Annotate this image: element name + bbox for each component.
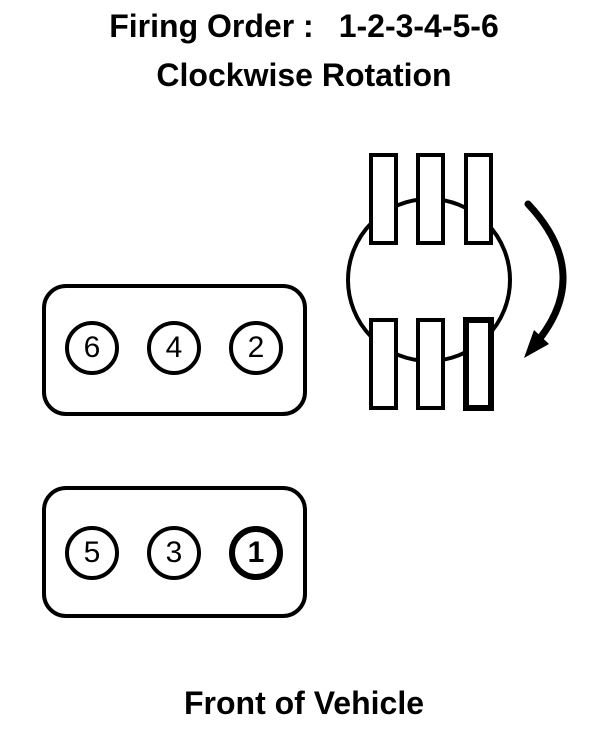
- title-line: Firing Order : 1-2-3-4-5-6: [0, 8, 608, 44]
- front-of-vehicle-label: Front of Vehicle: [0, 685, 608, 721]
- cylinder-number: 2: [247, 331, 265, 364]
- cylinder-number: 6: [83, 331, 101, 364]
- cylinder-circle-2: 2: [229, 321, 283, 375]
- rotation-note-label: Clockwise Rotation: [156, 57, 452, 93]
- cylinder-circle-4: 4: [147, 321, 201, 375]
- cylinder-circle-6: 6: [65, 321, 119, 375]
- cylinder-number: 5: [83, 536, 101, 569]
- cylinder-number: 3: [165, 536, 183, 569]
- firing-order-label: Firing Order :: [109, 8, 314, 44]
- rotation-arrow-head: [524, 330, 549, 358]
- cylinder-circle-3: 3: [147, 526, 201, 580]
- cylinder-number: 4: [165, 331, 183, 364]
- cylinder-bank-front: 5 3 1: [42, 486, 307, 618]
- cylinder-bank-rear: 6 4 2: [42, 284, 307, 416]
- rotation-note: Clockwise Rotation: [0, 57, 608, 93]
- front-of-vehicle-text: Front of Vehicle: [183, 685, 425, 721]
- plug-terminal-bottom-middle: [416, 318, 445, 410]
- plug-terminal-top-middle: [416, 153, 445, 245]
- plug-terminal-top-left: [369, 153, 398, 245]
- rotation-arrow-arc: [524, 200, 567, 352]
- cylinder-circle-5: 5: [65, 526, 119, 580]
- plug-terminal-bottom-right-highlighted: [463, 317, 494, 411]
- cylinder-circle-1-highlighted: 1: [229, 526, 283, 580]
- firing-order-sequence: 1-2-3-4-5-6: [338, 8, 499, 44]
- cylinder-number: 1: [247, 536, 265, 569]
- plug-terminal-top-right: [464, 153, 493, 245]
- plug-terminal-bottom-left: [369, 318, 398, 410]
